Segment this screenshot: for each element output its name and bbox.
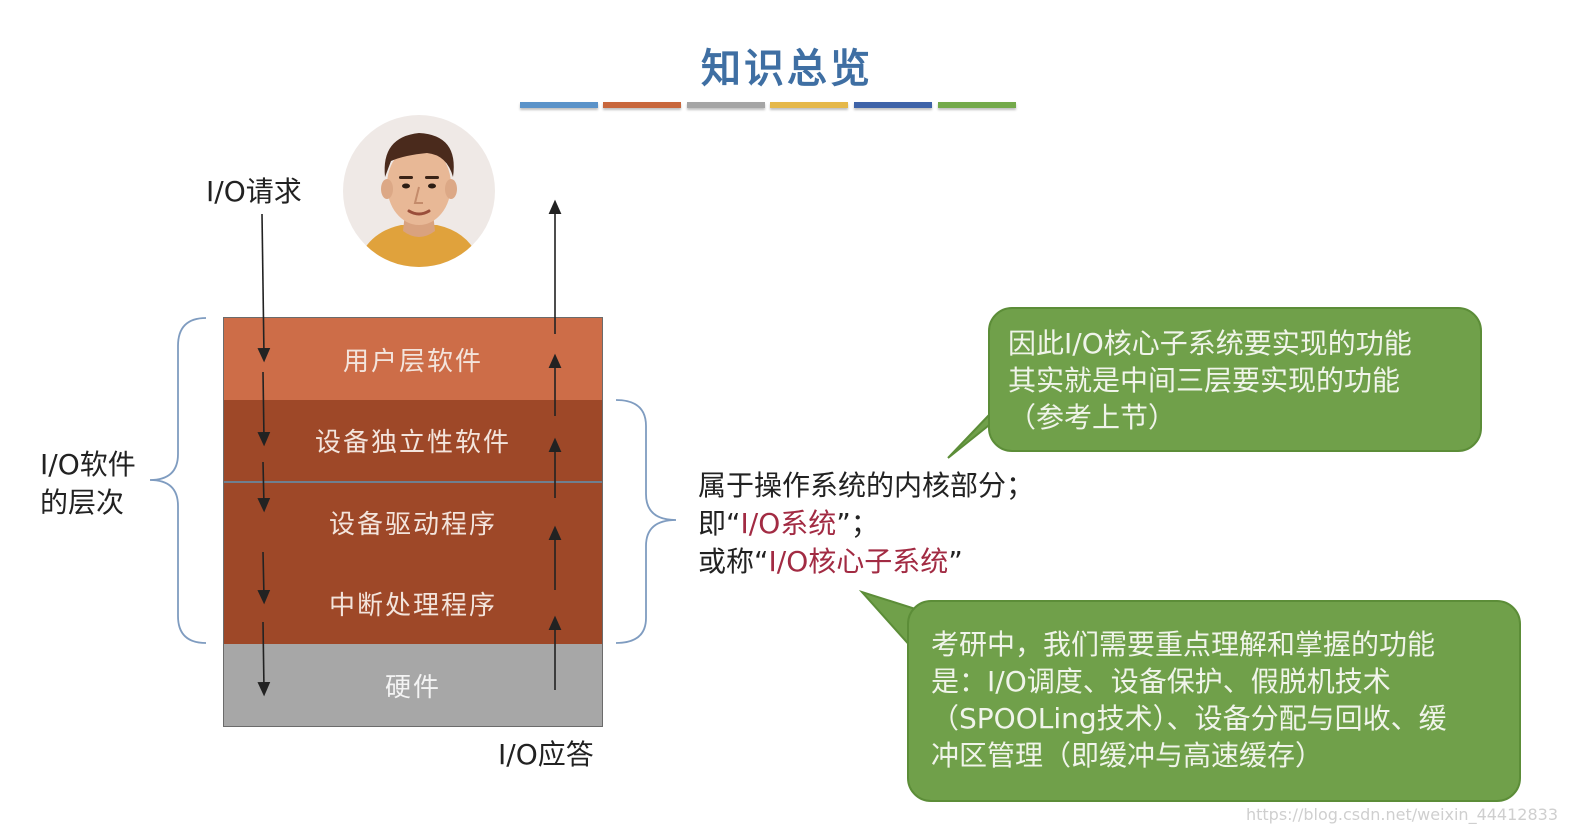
request-arrow bbox=[257, 213, 271, 363]
layer-stack-border bbox=[223, 317, 603, 727]
io-system-term: I/O系统 bbox=[740, 507, 837, 540]
layer-device-independent-software: 设备独立性软件 bbox=[224, 400, 602, 481]
title-underline-segment bbox=[770, 102, 848, 108]
bubble-top-line2: 其实就是中间三层要实现的功能 bbox=[1008, 364, 1401, 397]
io-core-subsystem-term: I/O核心子系统 bbox=[768, 545, 949, 578]
kernel-note-line3-suffix: ” bbox=[948, 545, 963, 578]
title-underline-segment bbox=[520, 102, 598, 108]
io-request-label: I/O请求 bbox=[206, 175, 302, 208]
title-underline-segment bbox=[603, 102, 681, 108]
callout-bubble-bottom: 考研中，我们需要重点理解和掌握的功能 是：I/O调度、设备保护、假脱机技术 （S… bbox=[907, 600, 1521, 802]
request-arrow bbox=[257, 461, 271, 513]
bubble-bottom-line4: 冲区管理（即缓冲与高速缓存） bbox=[931, 739, 1324, 772]
kernel-note-line2-suffix: ”； bbox=[836, 507, 879, 540]
title-underline-segment bbox=[854, 102, 932, 108]
right-brace bbox=[615, 399, 677, 644]
io-response-label: I/O应答 bbox=[498, 738, 594, 771]
callout-bubble-top: 因此I/O核心子系统要实现的功能 其实就是中间三层要实现的功能 （参考上节） bbox=[988, 307, 1482, 452]
layer-device-driver: 设备驱动程序 bbox=[224, 483, 602, 562]
kernel-note-line2: 即“I/O系统”； bbox=[698, 505, 1034, 543]
request-arrow bbox=[257, 621, 271, 697]
title-underline-segment bbox=[938, 102, 1016, 108]
kernel-note-line1: 属于操作系统的内核部分； bbox=[698, 469, 1035, 502]
io-levels-line1: I/O软件 bbox=[40, 448, 136, 481]
layer-hardware: 硬件 bbox=[224, 644, 602, 726]
layer-interrupt-handler: 中断处理程序 bbox=[224, 562, 602, 644]
kernel-note-line3: 或称“I/O核心子系统” bbox=[698, 543, 1034, 581]
io-levels-line2: 的层次 bbox=[40, 486, 125, 519]
left-brace bbox=[149, 317, 207, 644]
man-avatar-icon bbox=[343, 115, 495, 267]
kernel-note-line3-prefix: 或称“ bbox=[698, 545, 769, 578]
bubble-bottom-line3: （SPOOLing技术）、设备分配与回收、缓 bbox=[931, 702, 1447, 735]
title-underline-segment bbox=[687, 102, 765, 108]
watermark-url: https://blog.csdn.net/weixin_44412833 bbox=[1245, 805, 1558, 824]
kernel-note-line2-prefix: 即“ bbox=[698, 507, 741, 540]
bubble-top-line1: 因此I/O核心子系统要实现的功能 bbox=[1008, 327, 1412, 360]
bubble-bottom-line2: 是：I/O调度、设备保护、假脱机技术 bbox=[931, 665, 1391, 698]
bubble-top-line3: （参考上节） bbox=[1008, 401, 1177, 434]
request-arrow bbox=[257, 551, 271, 605]
io-software-levels-label: I/O软件 的层次 bbox=[40, 446, 136, 522]
bubble-bottom-line1: 考研中，我们需要重点理解和掌握的功能 bbox=[931, 628, 1436, 661]
layer-user-software: 用户层软件 bbox=[224, 318, 602, 400]
request-arrow bbox=[257, 371, 271, 447]
kernel-note: 属于操作系统的内核部分； 即“I/O系统”； 或称“I/O核心子系统” bbox=[698, 467, 1034, 581]
page-title: 知识总览 bbox=[701, 46, 873, 92]
layer-divider bbox=[224, 481, 602, 483]
